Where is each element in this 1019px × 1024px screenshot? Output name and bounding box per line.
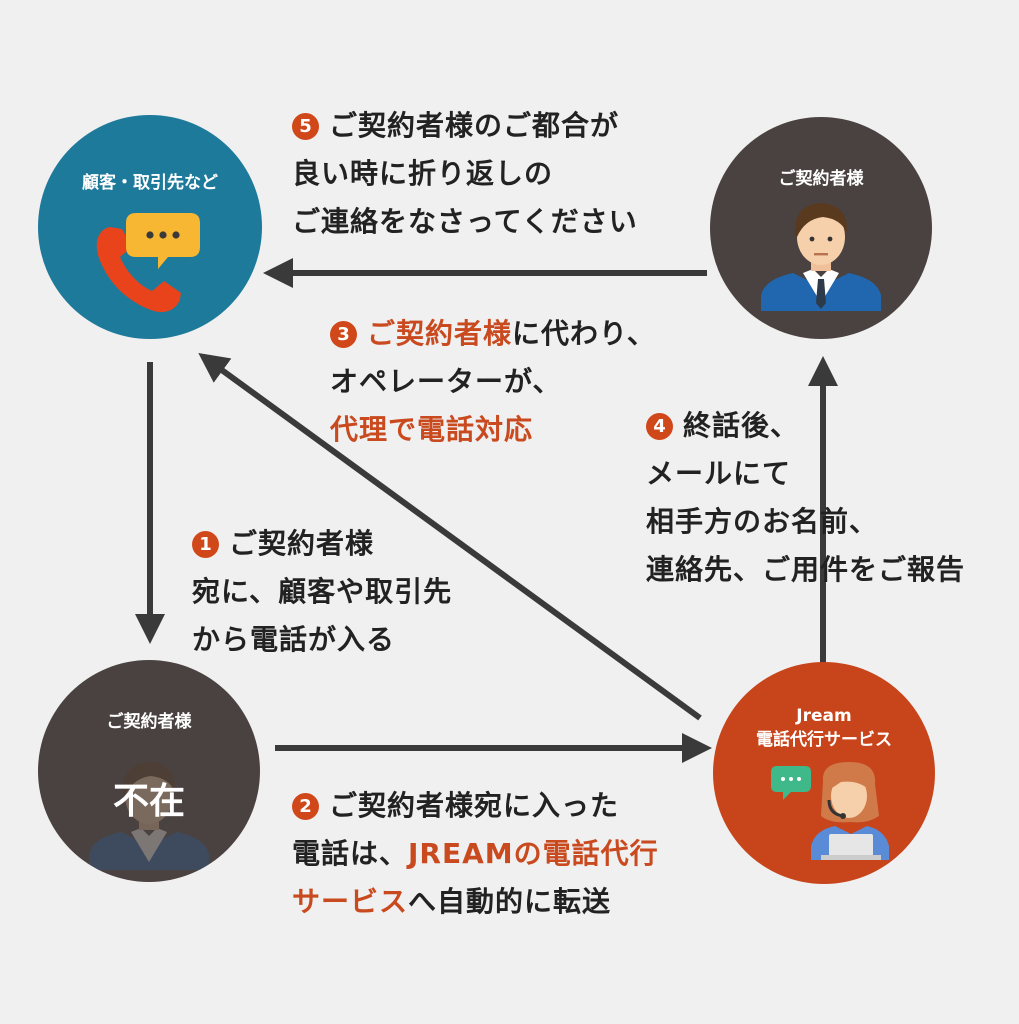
customer-node: 顧客・取引先など (38, 115, 262, 339)
service-label: Jream 電話代行サービス (756, 706, 892, 750)
step-3-text: 3 ご契約者様に代わり、 オペレーターが、 代理で電話対応 (330, 310, 656, 454)
step-2-number: 2 (292, 793, 319, 820)
step-3-line3: 代理で電話対応 (330, 413, 534, 446)
step-3-line2: オペレーターが、 (330, 365, 562, 398)
customer-label: 顧客・取引先など (82, 173, 218, 193)
step-4-line2: メールにて (646, 457, 792, 490)
step-5-number: 5 (292, 113, 319, 140)
step-2-line2-highlight: JREAMの電話代行 (408, 837, 659, 870)
step-3-number: 3 (330, 321, 357, 348)
businessman-icon (761, 203, 881, 311)
contractor-absent-label: ご契約者様 (106, 712, 192, 732)
step-5-line3: ご連絡をなさってください (292, 205, 638, 238)
absent-status: 不在 (112, 781, 185, 822)
step-1-line1: ご契約者様 (229, 527, 375, 560)
absent-person-icon (89, 762, 209, 870)
step-4-text: 4 終話後、 メールにて 相手方のお名前、 連絡先、ご用件をご報告 (646, 402, 965, 594)
arrow-service-to-customer (198, 352, 702, 721)
contractor-label: ご契約者様 (778, 169, 864, 189)
step-2-text: 2 ご契約者様宛に入った 電話は、JREAMの電話代行 サービスへ自動的に転送 (292, 782, 659, 926)
service-node: Jream 電話代行サービス (713, 662, 935, 884)
step-5-line2: 良い時に折り返しの (292, 157, 554, 190)
step-1-text: 1 ご契約者様 宛に、顧客や取引先 から電話が入る (192, 520, 452, 664)
step-4-number: 4 (646, 413, 673, 440)
step-4-line4: 連絡先、ご用件をご報告 (646, 553, 966, 586)
operator-icon (771, 762, 889, 860)
phone-chat-icon (96, 213, 200, 313)
contractor-absent-node: ご契約者様 不在 (38, 660, 260, 882)
contractor-node: ご契約者様 (710, 117, 932, 339)
step-1-line2: 宛に、顧客や取引先 (192, 575, 453, 608)
step-3-line1-rest: に代わり、 (512, 317, 656, 350)
step-5-line1: ご契約者様のご都合が (329, 109, 620, 142)
step-1-number: 1 (192, 531, 219, 558)
step-5-text: 5 ご契約者様のご都合が 良い時に折り返しの ご連絡をなさってください (292, 102, 638, 246)
step-4-line3: 相手方のお名前、 (646, 505, 879, 538)
step-4-line1: 終話後、 (683, 409, 800, 442)
step-2-line3-highlight: サービス (292, 885, 409, 918)
step-2-line3-rest: へ自動的に転送 (408, 885, 612, 918)
step-2-line1: ご契約者様宛に入った (329, 789, 620, 822)
step-2-line2-start: 電話は、 (292, 837, 409, 870)
step-3-line1-highlight: ご契約者様 (367, 317, 513, 350)
step-1-line3: から電話が入る (192, 623, 396, 656)
